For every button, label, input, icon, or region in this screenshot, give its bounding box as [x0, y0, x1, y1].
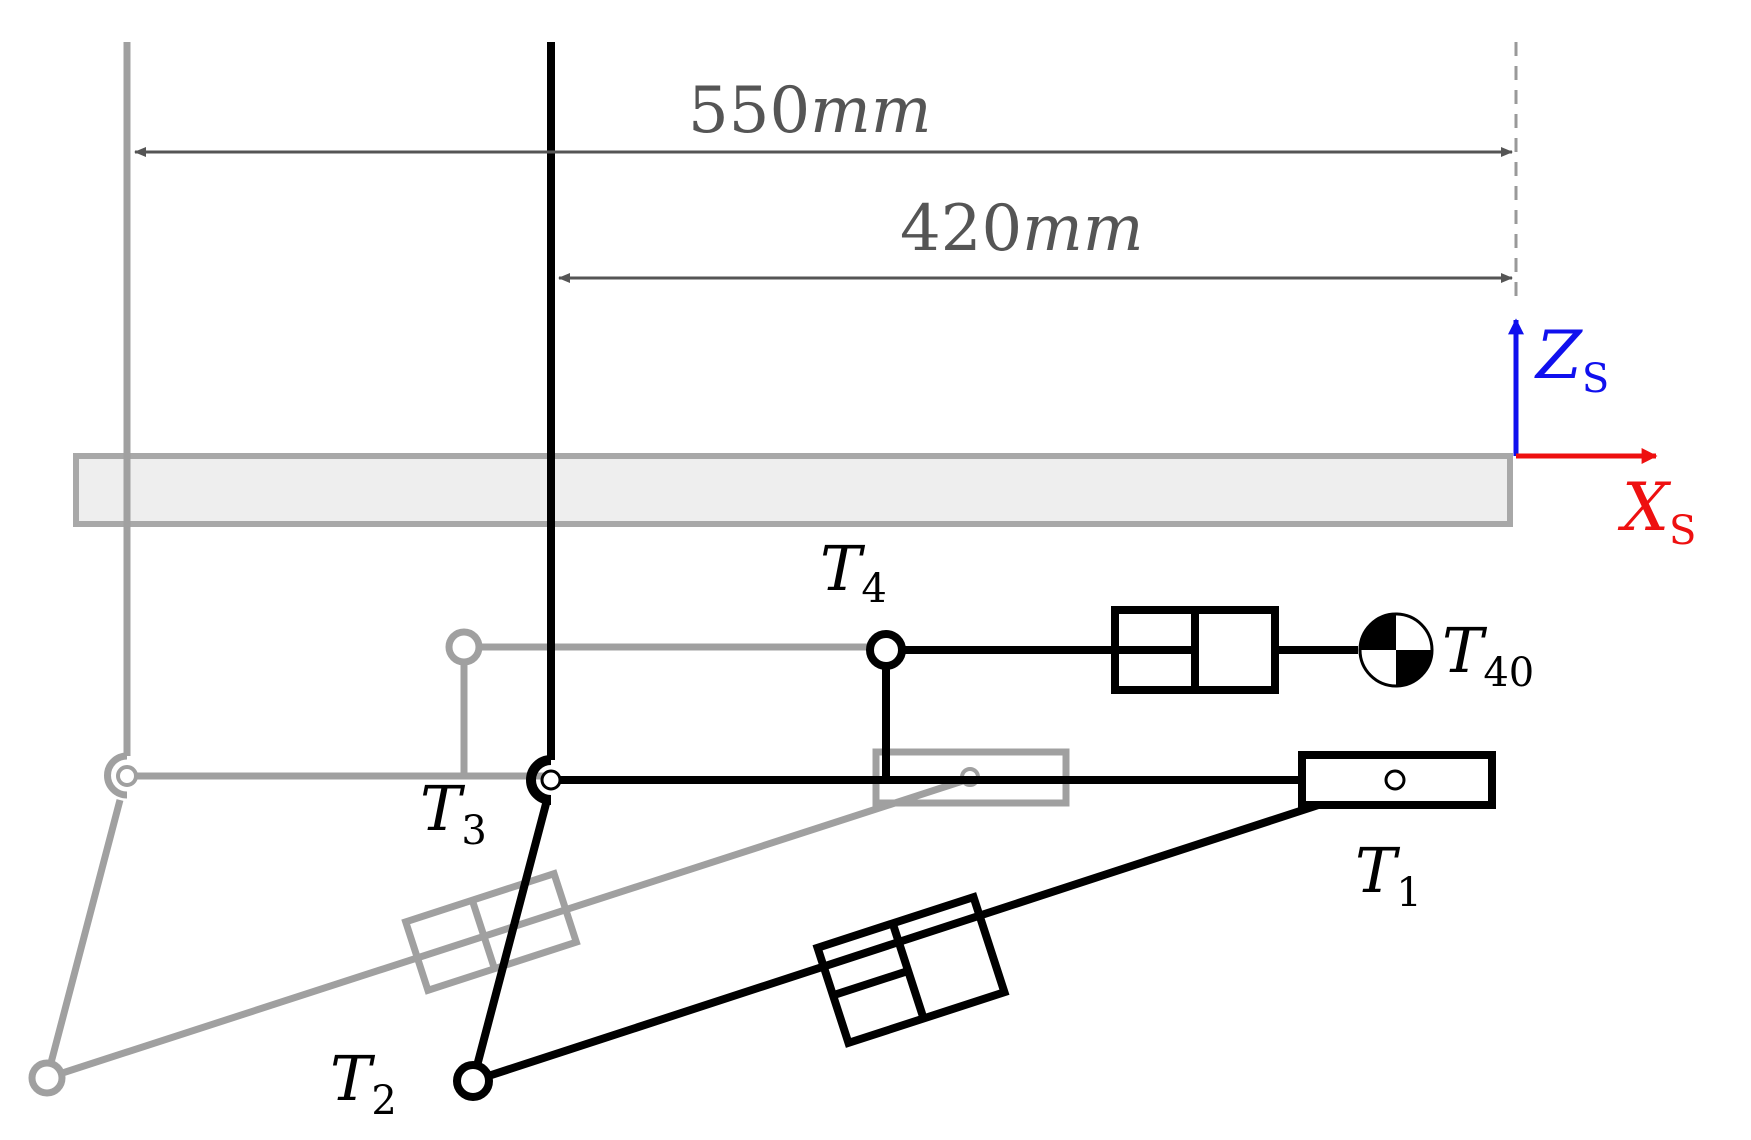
z-axis-label: ZS: [1534, 317, 1609, 402]
joint-t3: [540, 769, 562, 791]
ghost-mechanism: [28, 42, 1070, 1097]
ghost-lower-leg: [43, 799, 124, 1079]
main-mechanism: [453, 42, 1496, 1101]
main-actuator-rod: [471, 776, 1397, 1085]
x-axis-label: XS: [1617, 469, 1696, 554]
payload-actuator: [1111, 606, 1279, 694]
center-of-mass-icon: [1358, 612, 1434, 688]
joint-t4: [866, 630, 906, 670]
joint-t2: [453, 1061, 493, 1101]
joint-t1: [1384, 769, 1406, 791]
label-t2: T2: [330, 1042, 397, 1124]
ghost-joint-upper: [445, 628, 483, 666]
ghost-joint-knee: [116, 765, 138, 787]
frame-bar: [73, 453, 1513, 527]
label-t3: T3: [420, 772, 487, 854]
dimension-outer-label: 550mm: [688, 74, 932, 148]
label-t4: T4: [820, 532, 887, 612]
ghost-joint-foot: [28, 1059, 66, 1097]
ghost-knee-arc: [104, 752, 128, 799]
dimension-inner-label: 420mm: [900, 192, 1144, 266]
main-actuator-cylinder: [812, 892, 1010, 1048]
main-knee-arc: [526, 755, 552, 805]
main-lower-leg: [469, 798, 551, 1083]
label-t1: T1: [1355, 834, 1422, 916]
label-t40: T40: [1442, 614, 1534, 696]
